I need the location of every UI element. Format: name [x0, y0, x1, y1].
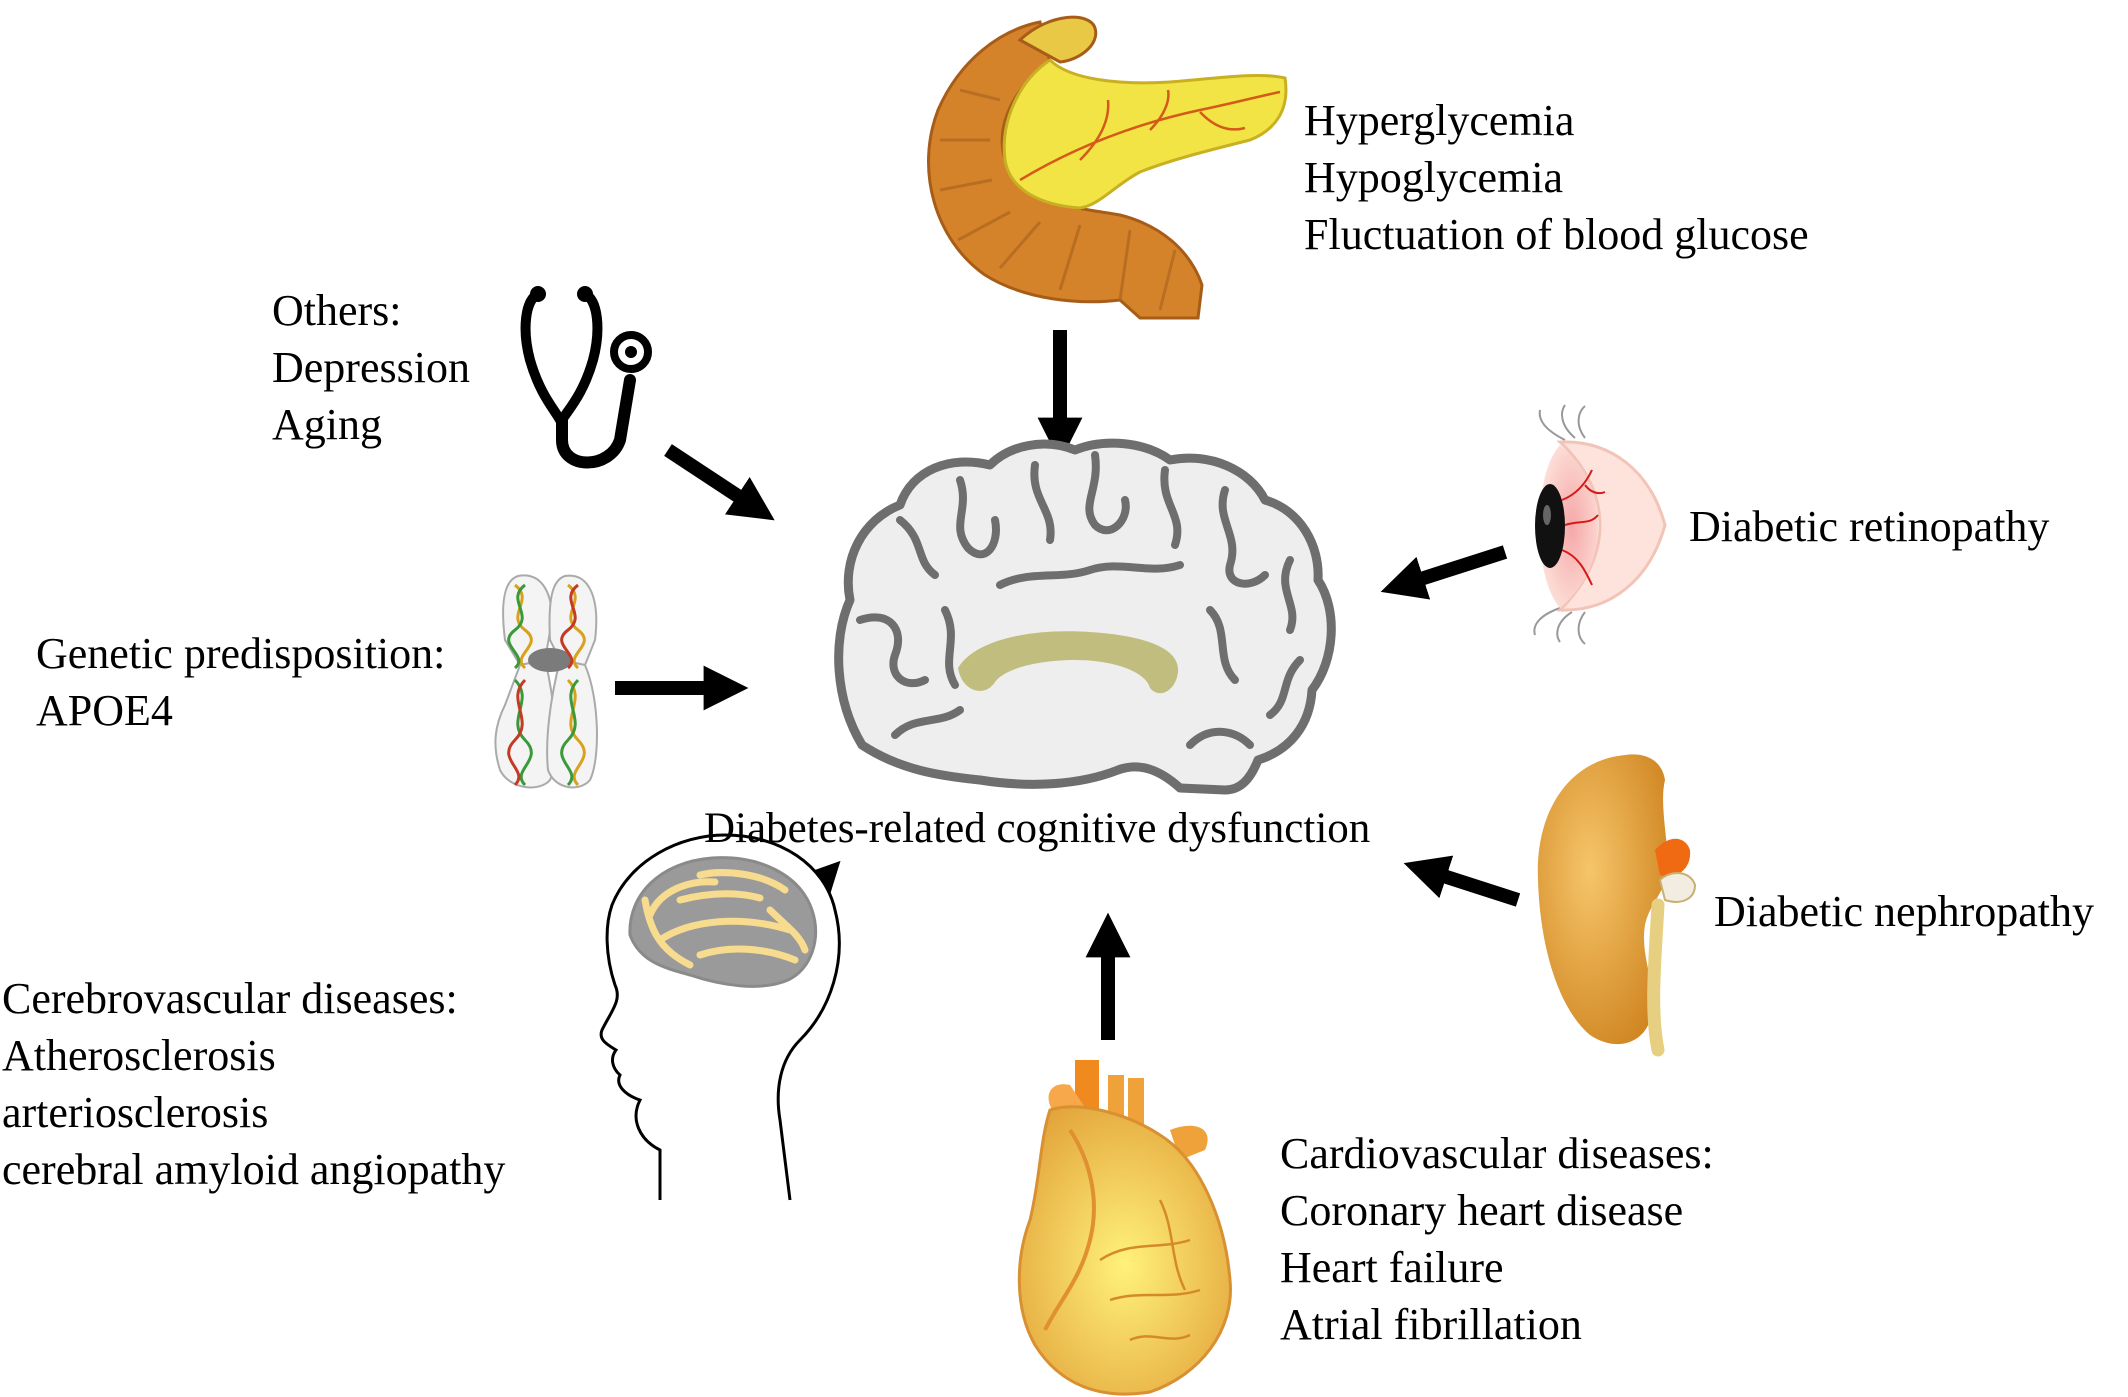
glucose-line: Hypoglycemia	[1304, 153, 1564, 202]
kidney-icon	[1537, 754, 1697, 1057]
cerebrovascular-line: Cerebrovascular diseases:	[2, 974, 458, 1023]
chromosome-icon	[494, 574, 598, 789]
others-line: Aging	[272, 400, 382, 449]
glucose-line: Hyperglycemia	[1304, 96, 1575, 145]
center-label: Diabetes-related cognitive dysfunction	[704, 805, 1371, 852]
brain-icon	[834, 438, 1336, 795]
retinopathy-factor: Diabetic retinopathy	[1689, 498, 2049, 555]
nephropathy-line: Diabetic nephropathy	[1714, 887, 2094, 936]
others-line: Others:	[272, 286, 402, 335]
pancreas-icon	[927, 15, 1288, 320]
head-brain-icon	[599, 833, 841, 1201]
genetic-line: APOE4	[36, 686, 173, 735]
cardiovascular-line: Atrial fibrillation	[1280, 1300, 1582, 1349]
others-line: Depression	[272, 343, 470, 392]
glucose-line: Fluctuation of blood glucose	[1304, 210, 1809, 259]
cerebrovascular-line: Atherosclerosis	[2, 1031, 276, 1080]
genetic-factors: Genetic predisposition: APOE4	[36, 625, 445, 739]
cardiovascular-factors: Cardiovascular diseases: Coronary heart …	[1280, 1125, 1714, 1353]
other-factors: Others: Depression Aging	[272, 282, 470, 453]
cerebrovascular-line: arteriosclerosis	[2, 1088, 269, 1137]
nephropathy-factor: Diabetic nephropathy	[1714, 883, 2094, 940]
cardiovascular-line: Heart failure	[1280, 1243, 1504, 1292]
stethoscope-icon	[520, 286, 652, 469]
glucose-factors: Hyperglycemia Hypoglycemia Fluctuation o…	[1304, 92, 1809, 263]
cardiovascular-line: Coronary heart disease	[1280, 1186, 1684, 1235]
cerebrovascular-line: cerebral amyloid angiopathy	[2, 1145, 506, 1194]
arrow-retinopathy	[1380, 545, 1508, 600]
retinopathy-line: Diabetic retinopathy	[1689, 502, 2050, 551]
cerebrovascular-factors: Cerebrovascular diseases: Atherosclerosi…	[2, 970, 505, 1198]
arrow-others	[664, 444, 775, 521]
arrow-nephropathy	[1403, 855, 1521, 907]
genetic-line: Genetic predisposition:	[36, 629, 446, 678]
heart-icon	[1017, 1060, 1232, 1396]
cardiovascular-line: Cardiovascular diseases:	[1280, 1129, 1714, 1178]
eye-icon	[1533, 404, 1667, 645]
